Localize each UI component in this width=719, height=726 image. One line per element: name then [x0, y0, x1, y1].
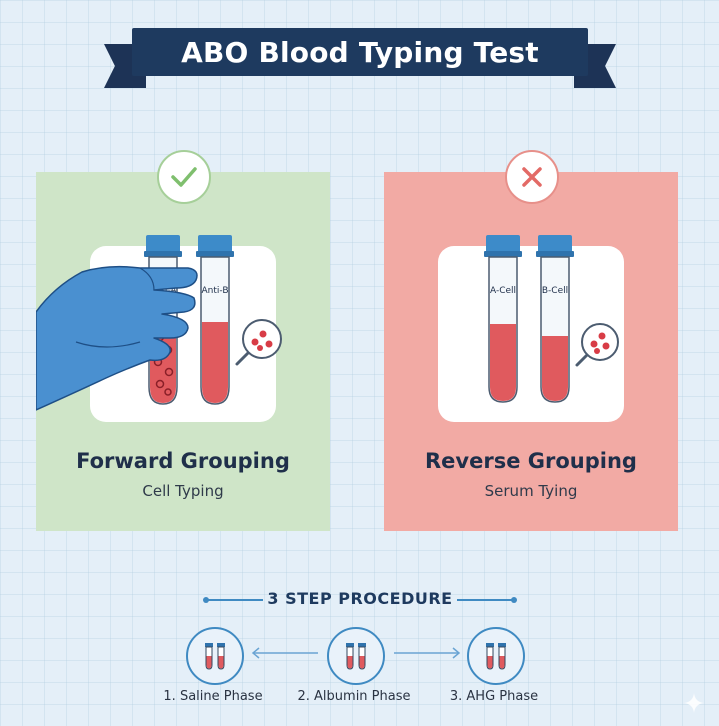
- procedure-line-left: [205, 599, 263, 601]
- anti-b-tube: Anti-B: [196, 235, 234, 405]
- magnifier-agglutination-icon: [575, 323, 619, 367]
- test-tubes-icon: [346, 643, 366, 670]
- magnifier-agglutination-icon: [235, 319, 282, 366]
- reverse-grouping-heading: Reverse Grouping: [425, 449, 637, 473]
- a-cell-tube-label: A-Cell: [490, 286, 516, 296]
- arrow-right-icon: [394, 647, 461, 659]
- procedure-line-right: [457, 599, 515, 601]
- arrow-left-icon: [251, 647, 318, 659]
- page-title: ABO Blood Typing Test: [132, 28, 588, 76]
- step-3-circle: [467, 627, 525, 685]
- reverse-tubes-illustration: A-Cell B-Cell: [484, 235, 619, 403]
- cross-icon: [505, 150, 559, 204]
- b-cell-tube: B-Cell: [536, 235, 574, 403]
- reverse-grouping-subheading: Serum Tying: [484, 482, 578, 500]
- forward-tubes-illustration: Anti-A Anti-B: [36, 235, 282, 411]
- procedure-dot-left: [203, 597, 209, 603]
- step-3-label: 3. AHG Phase: [449, 689, 539, 704]
- step-2-label: 2. Albumin Phase: [297, 689, 411, 704]
- gloved-hand-icon: [36, 265, 198, 411]
- procedure-header: 3 STEP PROCEDURE: [203, 588, 517, 612]
- procedure-dot-right: [511, 597, 517, 603]
- b-cell-tube-label: B-Cell: [542, 286, 568, 296]
- title-banner: ABO Blood Typing Test: [104, 28, 616, 92]
- sparkle-icon: [684, 693, 704, 713]
- procedure-title: 3 STEP PROCEDURE: [267, 589, 453, 608]
- forward-grouping-panel: Anti-A Anti-B Forward Grouping Cell Typi…: [36, 172, 330, 531]
- a-cell-tube: A-Cell: [484, 235, 522, 403]
- test-tubes-icon: [486, 643, 506, 670]
- step-2-circle: [327, 627, 385, 685]
- step-1-circle: [186, 627, 244, 685]
- step-1-label: 1. Saline Phase: [163, 689, 263, 704]
- test-tubes-icon: [205, 643, 225, 670]
- forward-grouping-heading: Forward Grouping: [76, 449, 290, 473]
- anti-b-tube-label: Anti-B: [202, 286, 229, 296]
- reverse-grouping-panel: A-Cell B-Cell Reverse Grouping Serum Tyi…: [384, 172, 678, 531]
- forward-grouping-subheading: Cell Typing: [142, 482, 224, 500]
- check-icon: [157, 150, 211, 204]
